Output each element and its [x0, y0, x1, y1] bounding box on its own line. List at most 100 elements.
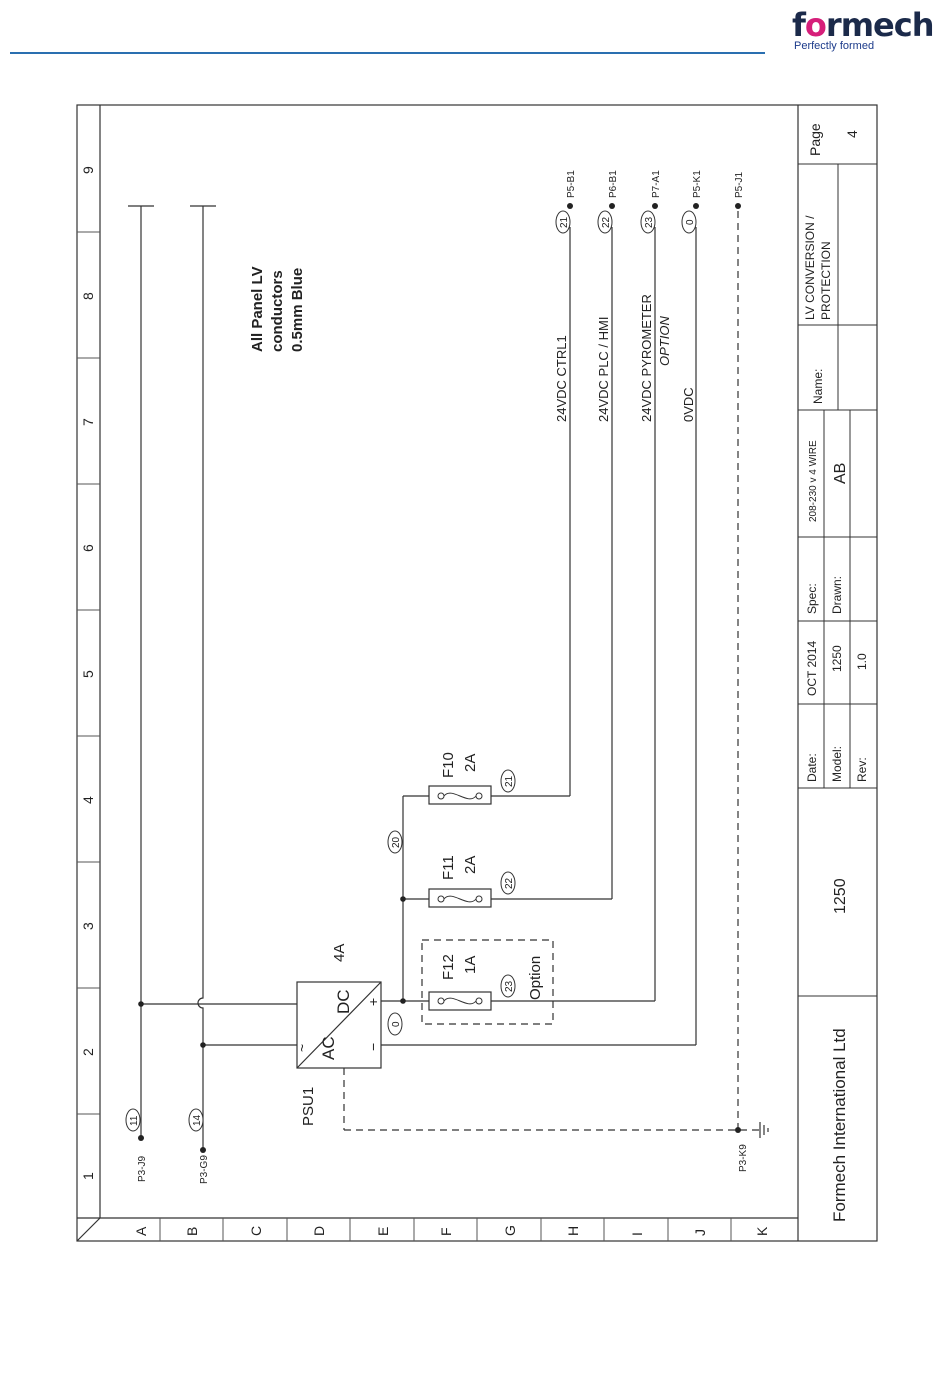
tb-drawn-label: Drawn: — [830, 576, 844, 614]
row-label-f: F — [438, 1227, 454, 1236]
row-label-d: D — [311, 1226, 327, 1236]
output-pyrometer-option: OPTION — [657, 316, 672, 366]
row-label-a: A — [133, 1226, 149, 1236]
row-label-c: C — [248, 1226, 264, 1236]
note-line-3: 0.5mm Blue — [289, 268, 306, 352]
tb-name-value-1: LV CONVERSION / — [803, 215, 817, 320]
col-label-4: 4 — [80, 796, 96, 804]
tb-name-label: Name: — [811, 369, 825, 404]
wiring — [128, 205, 697, 1150]
junction-dots — [138, 203, 741, 1153]
col-label-9: 9 — [80, 166, 96, 174]
psu-dc-minus: − — [365, 1043, 381, 1051]
wire-0-psu: 0 — [391, 1021, 402, 1027]
wire-numbers: 11 14 20 0 21 22 23 21 22 23 0 — [129, 216, 696, 1126]
wire-20: 20 — [391, 836, 402, 848]
output-plc-hmi: 24VDC PLC / HMI — [596, 317, 611, 422]
terminal-p5-b1: P5-B1 — [566, 170, 577, 198]
fuse-f10-tag: F10 — [440, 752, 457, 778]
fuse-f12-rating: 1A — [462, 956, 479, 974]
fuse-f12-tag: F12 — [440, 954, 457, 980]
psu-ac-tilde: ~ — [294, 1044, 310, 1052]
fuse-f11-tag: F11 — [440, 855, 457, 880]
row-label-g: G — [502, 1225, 518, 1236]
wire-23-out: 23 — [644, 216, 655, 228]
terminal-p6-b1: P6-B1 — [608, 170, 619, 198]
col-label-3: 3 — [80, 922, 96, 930]
tb-date-label: Date: — [805, 753, 819, 782]
title-block-grid — [798, 105, 878, 1241]
output-0vdc: 0VDC — [681, 387, 696, 422]
title-block-text: Formech International Ltd 1250 Date: OCT… — [803, 123, 869, 1222]
tb-spec-label: Spec: — [805, 583, 819, 614]
wire-22-fuse: 22 — [504, 877, 515, 889]
sheet-frame — [76, 104, 878, 1242]
tb-model-big: 1250 — [832, 878, 849, 914]
earth-symbol — [759, 1122, 769, 1138]
psu-labels: PSU1 4A AC DC ~ + − — [294, 944, 381, 1126]
note-line-2: conductors — [269, 270, 286, 352]
terminal-labels: P3-J9 P3-G9 P3-K9 P5-B1 P6-B1 P7-A1 P5-K… — [137, 170, 749, 1184]
tb-spec-value: 208-230 v 4 WIRE — [808, 440, 819, 522]
wire-14: 14 — [192, 1114, 203, 1126]
row-label-k: K — [754, 1226, 770, 1236]
fuse-elements — [437, 792, 483, 1005]
wire-11: 11 — [129, 1115, 140, 1126]
logo-wordmark: formech — [792, 6, 934, 44]
col-label-2: 2 — [80, 1048, 96, 1056]
tb-date-value: OCT 2014 — [805, 641, 819, 696]
row-label-j: J — [692, 1229, 708, 1236]
wire-number-ovals — [125, 210, 697, 1132]
terminal-p7-a1: P7-A1 — [651, 170, 662, 198]
tb-model-label: Model: — [830, 746, 844, 782]
tb-rev-value: 1.0 — [855, 653, 869, 670]
header-rule — [10, 52, 765, 54]
col-label-1: 1 — [80, 1172, 96, 1180]
fuse-f10-rating: 2A — [462, 754, 479, 772]
psu-tag: PSU1 — [300, 1087, 317, 1126]
col-label-6: 6 — [80, 544, 96, 552]
column-dividers — [77, 231, 100, 1115]
terminal-p3-k9: P3-K9 — [738, 1144, 749, 1172]
wire-0-out: 0 — [685, 219, 696, 225]
note-line-1: All Panel LV — [249, 266, 266, 352]
row-label-b: B — [184, 1227, 200, 1236]
col-label-8: 8 — [80, 292, 96, 300]
wire-22-out: 22 — [601, 216, 612, 228]
terminal-p3-j9: P3-J9 — [137, 1155, 148, 1182]
col-label-7: 7 — [80, 418, 96, 426]
wire-21-out: 21 — [559, 216, 570, 228]
tb-page-value: 4 — [844, 130, 860, 138]
tb-company: Formech International Ltd — [830, 1028, 849, 1222]
row-label-h: H — [565, 1226, 581, 1236]
psu-dc-label: DC — [334, 989, 353, 1014]
row-label-e: E — [375, 1227, 391, 1236]
formech-logo: formech Perfectly formed — [792, 8, 942, 52]
conductor-note: All Panel LV conductors 0.5mm Blue — [249, 266, 306, 352]
row-dividers — [159, 1218, 732, 1241]
output-ctrl1: 24VDC CTRL1 — [554, 335, 569, 422]
terminal-p5-j1: P5-J1 — [734, 171, 745, 198]
option-label: Option — [527, 956, 544, 1000]
dashed-wiring — [343, 206, 760, 1131]
psu-dc-plus: + — [365, 998, 381, 1006]
fuse-f11-rating: 2A — [462, 856, 479, 874]
row-labels: A B C D E F G H I J K — [133, 1225, 770, 1236]
tb-drawn-value: AB — [832, 463, 849, 484]
wire-21-fuse: 21 — [504, 775, 515, 787]
psu-ac-label: AC — [319, 1036, 338, 1060]
output-pyrometer: 24VDC PYROMETER — [639, 294, 654, 422]
terminal-p5-k1: P5-K1 — [692, 170, 703, 198]
tb-page-label: Page — [807, 123, 823, 156]
tb-rev-label: Rev: — [855, 757, 869, 782]
tb-name-value-2: PROTECTION — [819, 241, 833, 320]
wire-23-fuse: 23 — [504, 980, 515, 992]
column-labels: 1 2 3 4 5 6 7 8 9 — [80, 166, 96, 1180]
logo-tagline: Perfectly formed — [794, 40, 875, 52]
output-labels: 24VDC CTRL1 24VDC PLC / HMI 24VDC PYROME… — [554, 294, 696, 422]
row-label-i: I — [629, 1232, 645, 1236]
terminal-p3-g9: P3-G9 — [199, 1155, 210, 1184]
fuse-labels: F10 2A F11 2A F12 1A Option — [440, 752, 544, 1000]
tb-model-value: 1250 — [830, 645, 844, 672]
